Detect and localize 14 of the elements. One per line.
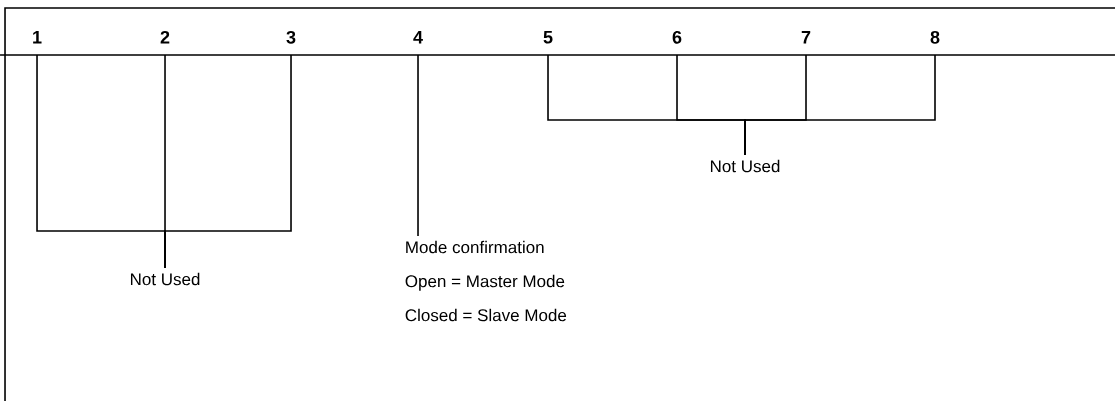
terminal-number: 7 xyxy=(801,31,811,44)
terminal-number: 6 xyxy=(672,30,682,44)
terminal-number: 4 xyxy=(413,31,423,44)
note-text: Not Used xyxy=(131,272,200,286)
mode-note: Mode confirmation Open = Master Mode Closed = Slave Mode xyxy=(405,240,567,322)
terminal-number: 3 xyxy=(286,30,296,44)
note-text: Not Used xyxy=(710,159,780,173)
terminal-number: 1 xyxy=(33,31,42,44)
terminal-number: 8 xyxy=(930,30,940,44)
connector-line xyxy=(417,54,419,237)
terminal-number: 2 xyxy=(160,30,170,44)
connector-line xyxy=(164,54,292,269)
connector-line xyxy=(744,54,936,156)
terminal-number: 5 xyxy=(543,31,553,44)
